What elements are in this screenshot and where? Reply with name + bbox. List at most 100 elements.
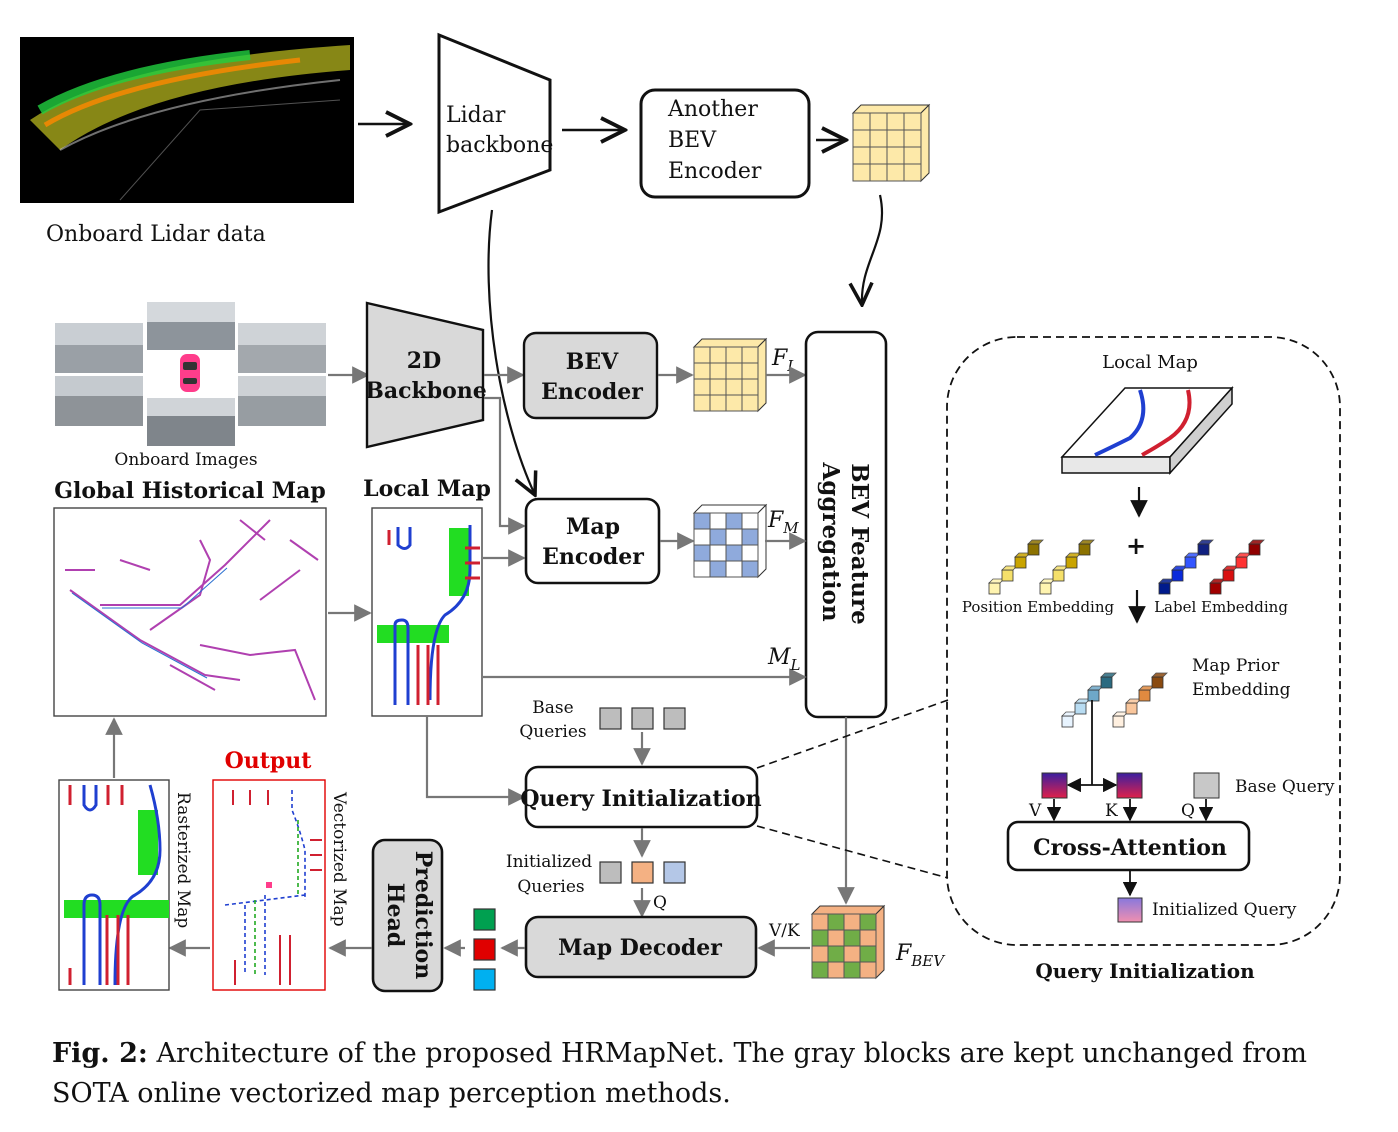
lidar-backbone-line1: Lidar <box>446 103 506 128</box>
initialized-query-token <box>1117 897 1143 923</box>
q-label: Q <box>1181 801 1195 821</box>
grid-cell <box>903 129 922 148</box>
vectorized-map-label: Vectorized Map <box>329 791 349 927</box>
grid-cell <box>693 378 711 396</box>
grid-cell <box>903 112 922 131</box>
grid-cell <box>725 378 743 396</box>
grid-cell <box>725 394 743 412</box>
grid-cell <box>709 512 727 530</box>
grid-cell <box>852 112 871 131</box>
label-embedding-cubes <box>1158 539 1265 595</box>
grid-cell <box>693 512 711 530</box>
ego-car-icon <box>180 354 200 392</box>
aggregation-line2: Aggregation <box>817 461 844 621</box>
grid-cell <box>741 362 759 380</box>
grid-cell <box>811 929 829 947</box>
grid-cell <box>869 112 888 131</box>
grid-cell <box>852 129 871 148</box>
grid-cell <box>903 163 922 182</box>
grid-cell <box>725 560 743 578</box>
grid-cell <box>693 362 711 380</box>
lidar-caption: Onboard Lidar data <box>46 222 266 247</box>
grid-cell <box>725 544 743 562</box>
fused-bev-feature-grid <box>810 904 886 980</box>
fi-label: FI <box>771 346 794 375</box>
arrow-lidar-grid-to-aggregation <box>862 194 884 305</box>
base-query-tokens <box>599 707 686 730</box>
initialized-queries-line1: Initialized <box>506 852 592 872</box>
fm-label: FM <box>767 508 799 537</box>
grid-cell <box>811 945 829 963</box>
v-label: V <box>1028 801 1042 821</box>
grid-cell <box>741 346 759 364</box>
label-embedding-label: Label Embedding <box>1154 598 1288 616</box>
bev-feature-aggregation-block: BEV Feature Aggregation <box>804 330 888 719</box>
k-label: K <box>1105 801 1118 821</box>
initialized-query-tokens <box>599 861 686 884</box>
grid-cell <box>709 528 727 546</box>
arrow-backbone-to-map-encoder <box>484 396 526 535</box>
grid-cell <box>843 913 861 931</box>
grid-cell <box>827 929 845 947</box>
grid-cell <box>852 146 871 165</box>
grid-cell <box>741 378 759 396</box>
zoom-connector-bottom <box>756 825 949 879</box>
lidar-point-cloud-image <box>20 37 354 203</box>
zoom-connector-top <box>756 699 949 769</box>
grid-cell <box>852 163 871 182</box>
map-encoder-line2: Encoder <box>542 544 644 570</box>
another-bev-line3: Encoder <box>668 159 762 184</box>
grid-cell <box>843 929 861 947</box>
grid-cell <box>869 146 888 165</box>
another-bev-line1: Another <box>667 97 758 122</box>
grid-cell <box>886 129 905 148</box>
prediction-head-line2: Head <box>382 883 408 947</box>
rasterized-map-image <box>58 779 170 991</box>
another-bev-line2: BEV <box>668 128 717 153</box>
image-bev-feature-grid <box>692 337 768 413</box>
grid-cell <box>709 378 727 396</box>
cross-attention-block: Cross-Attention <box>1006 820 1251 872</box>
grid-cell <box>741 394 759 412</box>
another-bev-encoder-block: Another BEV Encoder <box>639 88 811 199</box>
global-historical-map-image <box>53 507 327 717</box>
ml-label: ML <box>767 645 801 674</box>
grid-cell <box>886 163 905 182</box>
prediction-head-block: Prediction Head <box>371 838 444 993</box>
grid-cell <box>811 961 829 979</box>
grid-cell <box>886 146 905 165</box>
grid-cell <box>709 362 727 380</box>
value-token <box>1041 772 1068 799</box>
key-token <box>1116 772 1143 799</box>
decoder-q-label: Q <box>653 893 667 913</box>
map-prior-line2: Embedding <box>1192 680 1291 700</box>
map-prior-line1: Map Prior <box>1192 656 1280 676</box>
arrow-local-map-to-query-init <box>425 716 526 806</box>
query-initialization-block: Query Initialization <box>520 765 762 829</box>
grid-cell <box>725 528 743 546</box>
grid-cell <box>843 945 861 963</box>
grid-cell <box>709 544 727 562</box>
base-query-label: Base Query <box>1235 777 1335 797</box>
local-map-3d-slab <box>1060 386 1234 475</box>
2d-backbone-block: 2D Backbone <box>365 301 487 449</box>
grid-cell <box>859 961 877 979</box>
grid-cell <box>725 362 743 380</box>
grid-cell <box>709 346 727 364</box>
output-title: Output <box>225 748 313 774</box>
grid-cell <box>741 528 759 546</box>
grid-cell <box>903 146 922 165</box>
grid-cell <box>811 913 829 931</box>
fbev-label: FBEV <box>895 941 946 970</box>
grid-cell <box>859 913 877 931</box>
grid-cell <box>741 560 759 578</box>
lidar-backbone-block: Lidar backbone <box>437 32 553 215</box>
figure-caption: Fig. 2: Architecture of the proposed HRM… <box>52 1034 1352 1114</box>
2d-backbone-line2: Backbone <box>365 378 487 404</box>
grid-cell <box>693 528 711 546</box>
grid-cell <box>827 913 845 931</box>
bev-encoder-line2: Encoder <box>541 379 643 405</box>
initialized-query-label: Initialized Query <box>1152 900 1297 920</box>
onboard-images-caption: Onboard Images <box>114 450 257 470</box>
lidar-backbone-line2: backbone <box>446 133 553 158</box>
